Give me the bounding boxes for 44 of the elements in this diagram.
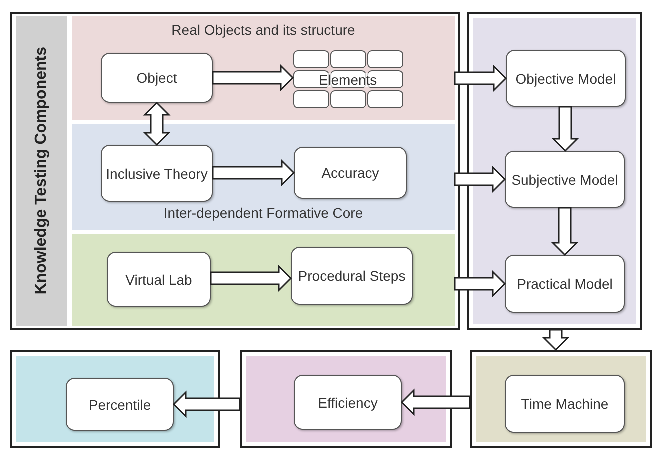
node-label: Inclusive Theory xyxy=(106,164,208,184)
process-box xyxy=(101,53,213,103)
node-label: Objective Model xyxy=(516,70,616,88)
block-arrow xyxy=(172,390,241,418)
process-box xyxy=(291,247,413,305)
node-label: Time Machine xyxy=(521,395,609,414)
block-arrow xyxy=(551,207,579,256)
section-band xyxy=(72,234,455,326)
process-box xyxy=(294,147,407,199)
block-arrow xyxy=(542,329,570,352)
section-heading: Real Objects and its structure xyxy=(170,21,356,40)
node-label: Procedural Steps xyxy=(298,267,406,286)
panel-frame xyxy=(10,350,220,448)
block-arrow xyxy=(400,388,471,416)
block-arrow xyxy=(143,102,171,146)
panel-frame xyxy=(240,350,452,448)
node-label: Accuracy xyxy=(322,164,380,183)
process-box xyxy=(66,378,174,431)
process-box xyxy=(101,145,213,202)
process-box xyxy=(294,375,402,430)
block-arrow xyxy=(210,264,292,292)
process-box xyxy=(506,50,626,107)
block-arrow xyxy=(454,270,506,298)
process-box xyxy=(505,151,625,208)
section-heading: Inter-dependent Formative Core xyxy=(162,204,364,223)
node-label: Efficiency xyxy=(318,394,378,412)
section-band xyxy=(72,124,455,230)
panel-frame xyxy=(470,350,652,448)
process-box xyxy=(505,375,625,433)
block-arrow xyxy=(552,106,580,152)
process-box xyxy=(107,252,211,307)
node-label: Subjective Model xyxy=(512,170,618,190)
node-label: Object xyxy=(136,69,178,88)
process-box xyxy=(505,255,625,313)
panel-frame xyxy=(10,12,460,330)
block-arrow xyxy=(454,64,508,92)
section-band xyxy=(72,16,455,120)
node-label: Practical Model xyxy=(517,275,613,294)
block-arrow xyxy=(212,159,296,187)
node-label: Percentile xyxy=(88,396,152,414)
vertical-heading: Knowledge Testing Components xyxy=(32,47,50,295)
block-arrow xyxy=(212,64,294,92)
node-label: Virtual Lab xyxy=(126,270,192,290)
block-arrow xyxy=(454,166,506,194)
